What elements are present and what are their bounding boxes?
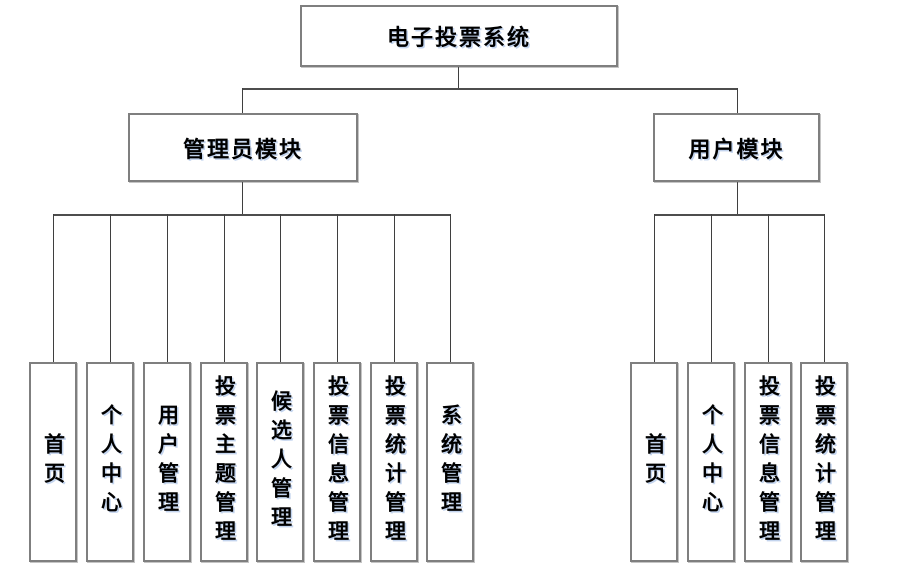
connector-line: [458, 67, 459, 88]
connector-line: [242, 88, 243, 114]
leaf-label: 系统管理: [438, 404, 462, 520]
leaf-node-admin-home: 首页: [29, 362, 77, 562]
connector-line: [654, 214, 825, 216]
module-node-user: 用户模块: [653, 113, 820, 182]
connector-line: [394, 214, 395, 362]
leaf-label: 投票统计管理: [812, 375, 836, 549]
connector-line: [242, 88, 738, 90]
leaf-node-admin-vote-info-management: 投票信息管理: [313, 362, 361, 562]
leaf-label: 首页: [41, 433, 65, 491]
connector-line: [768, 214, 769, 362]
leaf-label: 个人中心: [98, 404, 122, 520]
connector-line: [110, 214, 111, 362]
connector-line: [737, 88, 738, 114]
leaf-node-admin-system-management: 系统管理: [426, 362, 474, 562]
leaf-label: 投票信息管理: [325, 375, 349, 549]
connector-line: [53, 214, 54, 362]
leaf-node-user-vote-stats-management: 投票统计管理: [800, 362, 848, 562]
leaf-label: 投票信息管理: [756, 375, 780, 549]
connector-line: [280, 214, 281, 362]
connector-line: [737, 182, 738, 215]
connector-line: [450, 214, 451, 362]
connector-line: [337, 214, 338, 362]
leaf-label: 用户管理: [155, 404, 179, 520]
connector-line: [242, 182, 243, 215]
connector-line: [711, 214, 712, 362]
module-node-admin-label: 管理员模块: [182, 136, 303, 162]
leaf-label: 投票主题管理: [212, 375, 236, 549]
leaf-label: 首页: [642, 433, 666, 491]
root-node: 电子投票系统: [300, 5, 618, 67]
connector-line: [824, 214, 825, 362]
leaf-node-admin-vote-stats-management: 投票统计管理: [370, 362, 418, 562]
leaf-label: 候选人管理: [268, 389, 292, 535]
leaf-node-user-personal-center: 个人中心: [687, 362, 735, 562]
root-node-label: 电子投票系统: [386, 25, 531, 50]
leaf-node-admin-vote-topic-management: 投票主题管理: [200, 362, 248, 562]
leaf-node-admin-personal-center: 个人中心: [86, 362, 134, 562]
leaf-node-user-home: 首页: [630, 362, 678, 562]
leaf-node-admin-candidate-management: 候选人管理: [256, 362, 304, 562]
connector-line: [654, 214, 655, 362]
leaf-node-admin-user-management: 用户管理: [143, 362, 191, 562]
connector-line: [224, 214, 225, 362]
leaf-label: 投票统计管理: [382, 375, 406, 549]
module-node-user-label: 用户模块: [688, 136, 785, 162]
leaf-label: 个人中心: [699, 404, 723, 520]
module-node-admin: 管理员模块: [128, 113, 358, 182]
connector-line: [167, 214, 168, 362]
leaf-node-user-vote-info-management: 投票信息管理: [744, 362, 792, 562]
connector-line: [53, 214, 451, 216]
